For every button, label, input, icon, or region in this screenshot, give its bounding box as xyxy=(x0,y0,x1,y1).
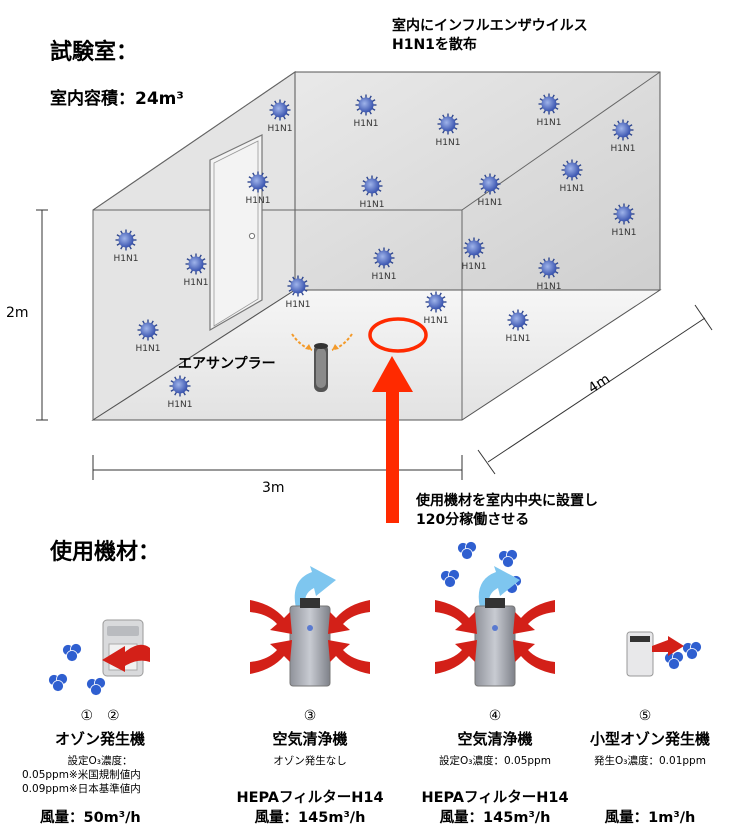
virus-label: H1N1 xyxy=(537,282,562,292)
virus-label: H1N1 xyxy=(268,124,293,134)
device-1-2-spec1: 設定O₃濃度： xyxy=(67,755,133,767)
small-ozone-generator-illustration xyxy=(626,631,684,677)
air-purifier-3-illustration xyxy=(250,566,370,687)
virus-label: H1N1 xyxy=(286,300,311,310)
virus-label: H1N1 xyxy=(612,228,637,238)
virus-icon: H1N1 xyxy=(354,94,379,129)
virus-icon: H1N1 xyxy=(360,175,385,210)
ozone-icon xyxy=(498,549,518,568)
device-3-filter: HEPAフィルターH14 xyxy=(236,790,384,806)
device-4-airflow: 風量：145m³/h xyxy=(439,810,551,826)
virus-label: H1N1 xyxy=(246,196,271,206)
virus-label: H1N1 xyxy=(360,200,385,210)
virus-description-line2: H1N1を散布 xyxy=(392,37,477,53)
virus-label: H1N1 xyxy=(611,144,636,154)
ozone-icon xyxy=(48,673,68,692)
device-3-spec: オゾン発生なし xyxy=(273,755,347,767)
virus-icon: H1N1 xyxy=(268,99,293,134)
room-front-edges xyxy=(92,209,463,420)
virus-icon: H1N1 xyxy=(537,93,562,128)
virus-icon: H1N1 xyxy=(286,275,311,310)
dimension-lines xyxy=(36,209,713,480)
device-4-spec: 設定O₃濃度：0.05ppm xyxy=(439,755,551,767)
air-purifier-4-illustration xyxy=(435,566,555,687)
virus-icon: H1N1 xyxy=(246,171,271,206)
virus-label: H1N1 xyxy=(184,278,209,288)
virus-icon: H1N1 xyxy=(560,159,585,194)
device-4-number: ④ xyxy=(488,708,502,724)
virus-icon: H1N1 xyxy=(136,319,161,354)
device-3-name: 空気清浄機 xyxy=(272,730,348,748)
ozone-icon xyxy=(682,641,702,660)
room-title: 試験室： xyxy=(50,40,139,65)
device-1-2-spec2: 0.05ppm※米国規制値内 xyxy=(22,769,141,781)
ozone-icon xyxy=(457,541,477,560)
virus-label: H1N1 xyxy=(354,119,379,129)
virus-icon: H1N1 xyxy=(436,113,461,148)
target-position-marker xyxy=(368,317,428,353)
equipment-title: 使用機材： xyxy=(50,540,161,565)
virus-label: H1N1 xyxy=(506,334,531,344)
ozone-icon xyxy=(86,677,106,696)
ozone-icon xyxy=(664,651,684,670)
device-3-airflow: 風量：145m³/h xyxy=(254,810,366,826)
placement-instruction-line1: 使用機材を室内中央に設置し xyxy=(416,493,598,509)
virus-label: H1N1 xyxy=(114,254,139,264)
virus-icon: H1N1 xyxy=(184,253,209,288)
door xyxy=(209,134,263,332)
virus-icon: H1N1 xyxy=(611,119,636,154)
dimension-height-label: 2m xyxy=(6,305,29,321)
virus-icon: H1N1 xyxy=(462,237,487,272)
device-5-name: 小型オゾン発生機 xyxy=(589,730,710,748)
virus-label: H1N1 xyxy=(436,138,461,148)
device-4-filter: HEPAフィルターH14 xyxy=(421,790,569,806)
virus-icon: H1N1 xyxy=(372,247,397,282)
virus-description-line1: 室内にインフルエンザウイルス xyxy=(392,18,588,34)
ozone-icon xyxy=(440,569,460,588)
virus-icon: H1N1 xyxy=(114,229,139,264)
virus-icon: H1N1 xyxy=(537,257,562,292)
virus-icon: H1N1 xyxy=(424,291,449,326)
device-1-2-name: オゾン発生機 xyxy=(54,730,145,748)
door-knob xyxy=(248,232,256,240)
device-4-name: 空気清浄機 xyxy=(457,730,533,748)
device-1-2-airflow: 風量：50m³/h xyxy=(40,810,141,826)
room-volume: 室内容積：24m³ xyxy=(50,89,184,109)
air-sampler xyxy=(291,333,353,392)
virus-label: H1N1 xyxy=(537,118,562,128)
virus-label: H1N1 xyxy=(462,262,487,272)
ozone-icon xyxy=(62,643,82,662)
device-5-spec: 発生O₃濃度：0.01ppm xyxy=(594,755,706,767)
virus-icon: H1N1 xyxy=(506,309,531,344)
dimension-width-label: 3m xyxy=(262,480,285,496)
virus-icon: H1N1 xyxy=(168,375,193,410)
virus-label: H1N1 xyxy=(560,184,585,194)
placement-arrow xyxy=(372,356,413,523)
device-1-2-number: ① ② xyxy=(80,708,120,724)
placement-instruction-line2: 120分稼働させる xyxy=(416,512,530,528)
virus-label: H1N1 xyxy=(168,400,193,410)
virus-icon: H1N1 xyxy=(612,203,637,238)
air-sampler-label: エアサンプラー xyxy=(178,356,276,372)
device-5-airflow: 風量：1m³/h xyxy=(604,810,696,826)
device-5-number: ⑤ xyxy=(638,708,652,724)
virus-label: H1N1 xyxy=(478,198,503,208)
device-3-number: ③ xyxy=(303,708,317,724)
virus-label: H1N1 xyxy=(136,344,161,354)
virus-icon: H1N1 xyxy=(478,173,503,208)
device-1-2-spec3: 0.09ppm※日本基準値内 xyxy=(22,783,141,795)
room-back-wall xyxy=(294,71,661,291)
virus-label: H1N1 xyxy=(424,316,449,326)
ozone-generator-illustration xyxy=(102,619,150,677)
virus-label: H1N1 xyxy=(372,272,397,282)
